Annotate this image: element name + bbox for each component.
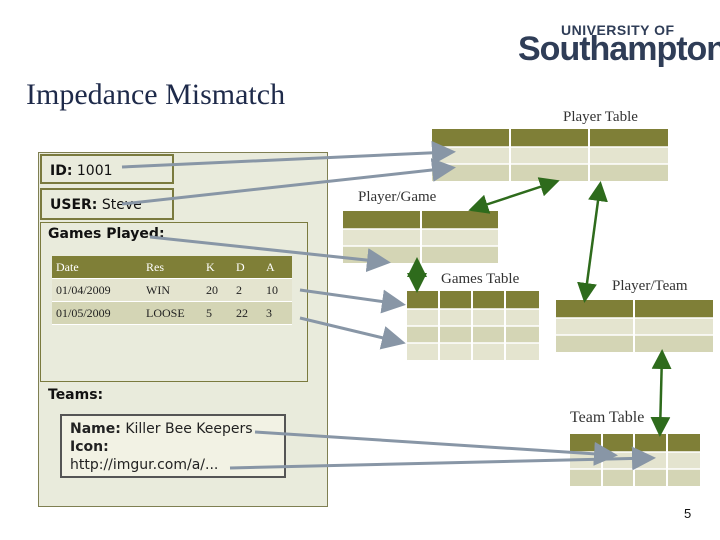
table-cell: WIN (142, 278, 202, 302)
games-table-label: Games Table (441, 271, 520, 287)
player-game-label: Player/Game (358, 189, 437, 205)
player-team-table (556, 300, 713, 352)
mapping-arrows (121, 140, 656, 471)
table-cell: 22 (232, 301, 262, 325)
table-cell: 01/04/2009 (52, 278, 142, 302)
table-row: 01/05/2009 LOOSE 5 22 3 (52, 301, 292, 325)
slide-title: Impedance Mismatch (26, 78, 286, 111)
table-cell: 3 (262, 301, 292, 325)
id-field: ID: 1001 (40, 154, 174, 184)
relationship-arrows (407, 177, 672, 437)
games-col-k: K (202, 256, 232, 279)
page-number: 5 (684, 506, 692, 521)
games-col-d: D (232, 256, 262, 279)
team-icon-url: http://imgur.com/a/... (70, 457, 219, 473)
table-cell: 5 (202, 301, 232, 325)
table-cell: 20 (202, 278, 232, 302)
games-col-res: Res (142, 256, 202, 279)
table-cell: 2 (232, 278, 262, 302)
user-field: USER: Steve (40, 188, 174, 220)
games-table-relational (407, 291, 539, 360)
university-logo-name: Southampton (518, 30, 720, 68)
games-table-header-row: Date Res K D A (52, 256, 292, 279)
table-cell: 10 (262, 278, 292, 302)
player-game-table (343, 211, 498, 263)
team-table-label: Team Table (570, 409, 645, 426)
table-cell: 01/05/2009 (52, 301, 142, 325)
player-team-label: Player/Team (612, 278, 688, 294)
player-table (432, 129, 668, 181)
teams-label: Teams: (48, 387, 104, 403)
table-cell: LOOSE (142, 301, 202, 325)
table-row: 01/04/2009 WIN 20 2 10 (52, 278, 292, 302)
user-field-text: USER: Steve (50, 197, 142, 213)
team-name-line: Name: Killer Bee Keepers (70, 421, 253, 437)
games-played-table: Date Res K D A 01/04/2009 WIN 20 2 10 01… (52, 256, 292, 325)
id-field-text: ID: 1001 (50, 163, 113, 179)
player-table-label: Player Table (563, 109, 638, 125)
games-played-label: Games Played: (48, 226, 165, 242)
team-icon-label: Icon: (70, 439, 109, 455)
university-logo-top: UNIVERSITY OF (561, 22, 675, 38)
games-col-a: A (262, 256, 292, 279)
games-col-date: Date (52, 256, 142, 279)
games-played-box (40, 222, 308, 382)
